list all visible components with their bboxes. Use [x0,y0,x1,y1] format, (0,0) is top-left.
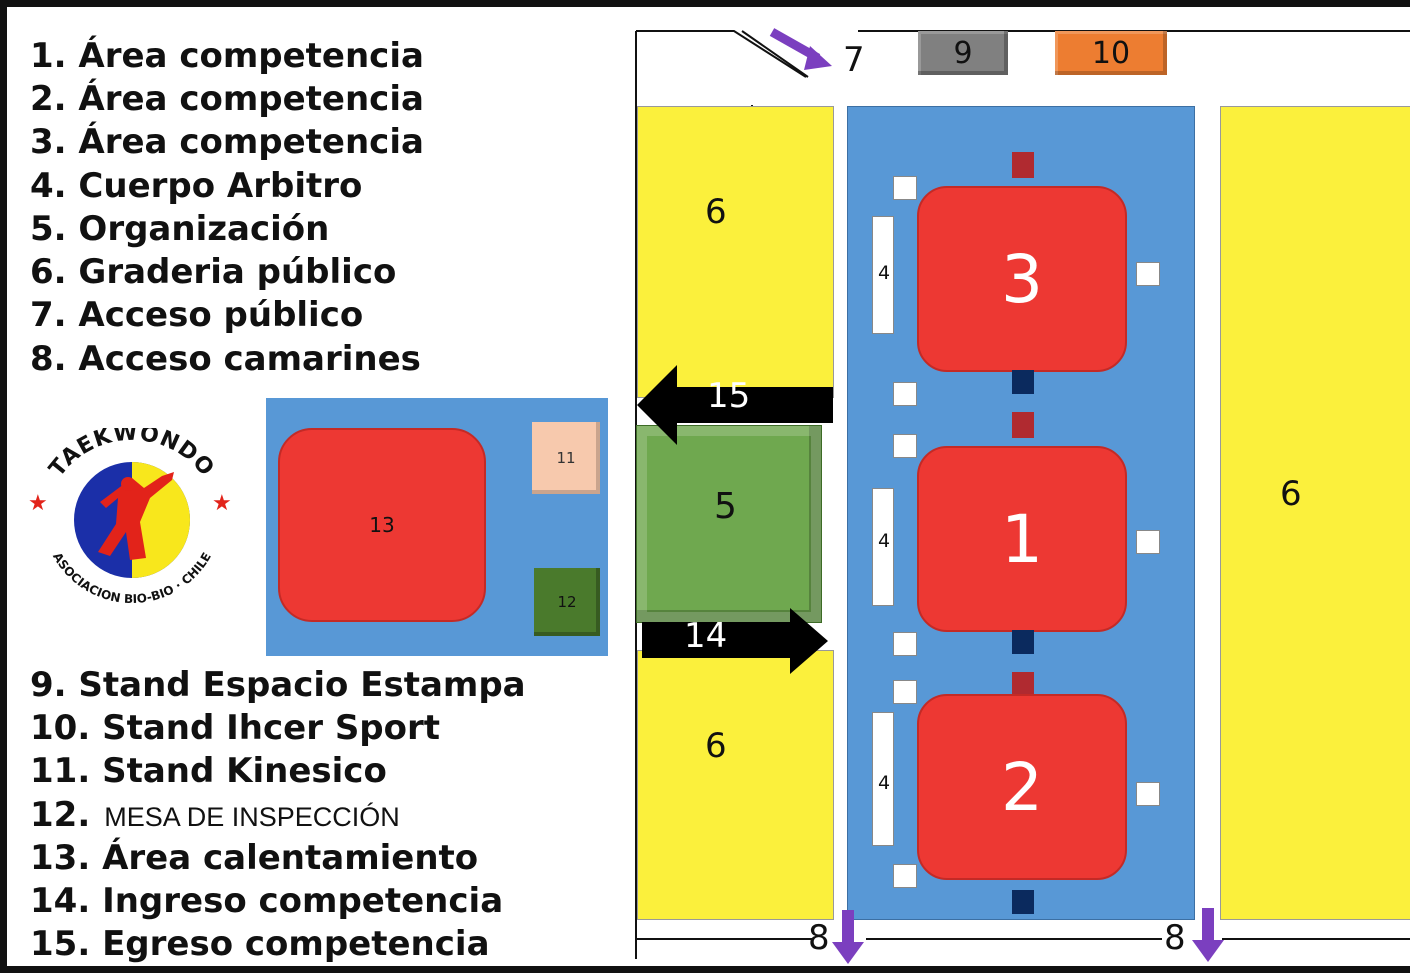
organization-area [636,425,822,623]
locker-access-left-arrow [832,910,864,964]
kinesico-stand: 11 [532,422,600,494]
warmup-area: 13 [278,428,486,622]
stands-left-bottom-label: 6 [705,726,727,766]
stands-right [1220,106,1410,920]
organization-label: 5 [714,486,737,527]
court-3: 3 [917,186,1127,372]
locker-access-right-arrow [1192,908,1224,962]
judge-seat [893,176,917,200]
judge-seat [1136,262,1160,286]
legend-item-9: 9. Stand Espacio Estampa [30,665,526,705]
legend-item-6: 6. Graderia público [30,252,397,292]
legend-item-11: 11. Stand Kinesico [30,751,387,791]
marker-navy [1012,890,1034,914]
court-1: 1 [917,446,1127,632]
referee-label: 4 [878,262,891,284]
stands-left-top [637,106,834,398]
taekwondo-logo: TAEKWONDO ★ ★ ASOCIACION BIO-BIO · CHILE [22,420,242,608]
court-2-label: 2 [1001,748,1043,826]
court-3-label: 3 [1001,240,1043,318]
judge-seat [893,680,917,704]
court-1-label: 1 [1001,500,1043,578]
stands-right-label: 6 [1280,474,1302,514]
referee-label: 4 [878,530,891,552]
referee-table [872,712,894,846]
inspection-label: 12 [557,593,577,611]
judge-seat [893,632,917,656]
stands-left-bottom [637,650,834,920]
legend-item-10: 10. Stand Ihcer Sport [30,708,441,748]
warmup-area-label: 13 [369,513,395,537]
judge-seat [893,864,917,888]
court-2: 2 [917,694,1127,880]
stand-10-label: 10 [1091,35,1131,71]
svg-text:★: ★ [212,491,232,516]
entry-label: 14 [684,616,728,656]
warmup-zone: 13 11 12 [266,398,608,656]
kinesico-label: 11 [556,449,576,467]
marker-navy [1012,370,1034,394]
marker-red [1012,152,1034,178]
locker-access-left-label: 8 [808,918,830,958]
legend-item-1: 1. Área competencia [30,36,424,76]
legend-item-5: 5. Organización [30,209,330,249]
stands-left-top-label: 6 [705,192,727,232]
legend-item-2: 2. Área competencia [30,79,424,119]
stand-10: 10 [1055,31,1167,75]
judge-seat [893,434,917,458]
entry-arrow [642,608,828,674]
legend-item-8: 8. Acceso camarines [30,339,421,379]
access-public-arrow [769,28,832,70]
access-public-label: 7 [843,40,865,80]
inspection-table: 12 [534,568,600,636]
referee-table [872,216,894,334]
legend-item-15: 15. Egreso competencia [30,924,490,964]
legend-item-14: 14. Ingreso competencia [30,881,504,921]
judge-seat [893,382,917,406]
legend-item-4: 4. Cuerpo Arbitro [30,166,363,206]
exit-arrow [637,365,833,445]
marker-red [1012,412,1034,438]
judge-seat [1136,782,1160,806]
legend-item-7: 7. Acceso público [30,295,364,335]
legend-item-12: 12.MESA DE INSPECCIÓN [30,795,400,835]
marker-navy [1012,630,1034,654]
marker-red [1012,672,1034,696]
stand-9: 9 [918,31,1008,75]
stand-9-label: 9 [953,35,973,71]
referee-label: 4 [878,772,891,794]
exit-label: 15 [707,376,751,416]
locker-access-right-label: 8 [1164,918,1186,958]
judge-seat [1136,530,1160,554]
legend-item-3: 3. Área competencia [30,122,424,162]
svg-text:★: ★ [28,491,48,516]
referee-table [872,488,894,606]
legend-item-13: 13. Área calentamiento [30,838,479,878]
